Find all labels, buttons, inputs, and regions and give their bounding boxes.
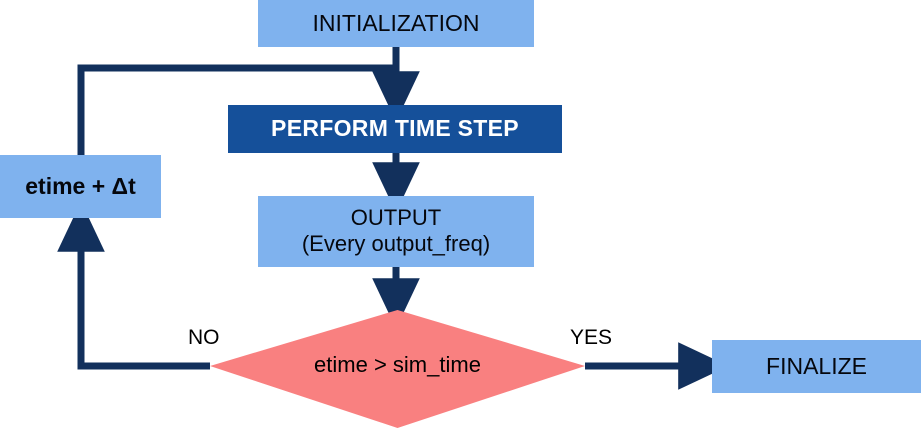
node-perform-time-step-label: PERFORM TIME STEP (271, 115, 519, 142)
edge-label-no: NO (188, 326, 220, 349)
node-output[interactable]: OUTPUT (Every output_freq) (258, 196, 534, 267)
node-finalize[interactable]: FINALIZE (712, 340, 921, 393)
node-etime-increment[interactable]: etime + Δt (0, 155, 161, 218)
node-etime-increment-label: etime + Δt (25, 172, 136, 199)
node-output-label-line2: (Every output_freq) (301, 231, 491, 256)
node-initialization-label: INITIALIZATION (312, 9, 480, 36)
decision-diamond-shape (210, 310, 585, 428)
node-initialization[interactable]: INITIALIZATION (258, 0, 534, 47)
node-decision-label: etime > sim_time (314, 352, 481, 377)
node-perform-time-step[interactable]: PERFORM TIME STEP (228, 105, 562, 153)
node-decision[interactable] (210, 310, 585, 428)
node-finalize-label: FINALIZE (766, 352, 867, 379)
edge-label-yes: YES (570, 326, 613, 349)
node-output-label-line1: OUTPUT (350, 205, 442, 231)
